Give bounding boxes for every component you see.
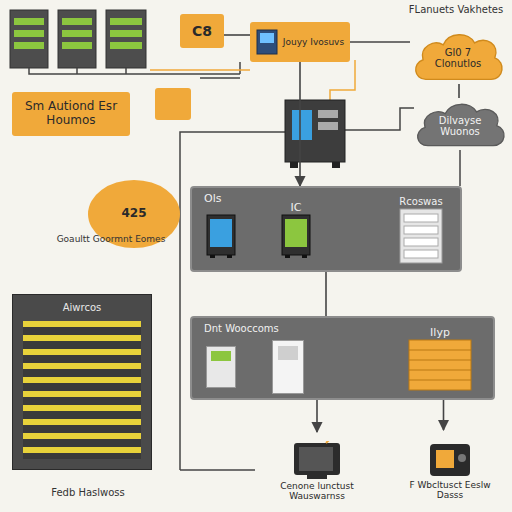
diagram-node: AiwrcosFedb Haslwoss bbox=[12, 294, 164, 500]
node-text: Ilyp bbox=[430, 327, 450, 340]
orange-square bbox=[155, 88, 191, 120]
diagram-node: Gl0 7 Clonutlos bbox=[412, 28, 504, 84]
node-text: 425 bbox=[121, 207, 146, 221]
node-text: Gl0 7 Clonutlos bbox=[424, 47, 492, 70]
diagram-node: Dilvayse Wuonos bbox=[414, 98, 506, 150]
node-text: Ols bbox=[204, 193, 221, 206]
node-text: Dnt Wooccoms bbox=[204, 323, 279, 335]
diagram-node: Rcoswas bbox=[388, 190, 454, 270]
node-text: Aiwrcos bbox=[12, 302, 152, 314]
diagram-node: F Wbcltusct Eeslw Dasss bbox=[392, 430, 508, 510]
diagram-node: Cenone lunctust Wauswarnss bbox=[256, 432, 378, 510]
server-cabinets bbox=[10, 10, 146, 68]
node-text: C8 bbox=[192, 23, 212, 39]
node-text: F Wbcltusct Eeslw Dasss bbox=[396, 480, 504, 501]
connector bbox=[316, 400, 318, 432]
node-text: Jouyy Ivosuvs bbox=[283, 37, 344, 47]
connector bbox=[325, 272, 327, 316]
diagram-node: C8 bbox=[180, 14, 224, 48]
diagram-node: IC bbox=[274, 192, 318, 268]
node-text: Goaultt Goormnt Eomes bbox=[48, 234, 174, 244]
node-text: Sm Autiond Esr Houmos bbox=[16, 100, 126, 128]
diagram-node: Ilyp bbox=[396, 320, 484, 398]
node-text: Fedb Haslwoss bbox=[12, 487, 164, 499]
free-label: FLanuets Vakhetes bbox=[404, 4, 508, 16]
connector bbox=[224, 34, 250, 36]
diagram-node: Sm Autiond Esr Houmos bbox=[12, 92, 130, 136]
node-text: Cenone lunctust Wauswarnss bbox=[260, 481, 374, 502]
diagram-node: Dnt Wooccoms Ilyp bbox=[190, 316, 495, 400]
node-text: IC bbox=[291, 202, 302, 215]
connector bbox=[443, 400, 445, 430]
connector bbox=[458, 84, 460, 98]
diagram-node: 425Goaultt Goormnt Eomes bbox=[88, 180, 180, 248]
node-text: Dilvayse Wuonos bbox=[426, 115, 494, 138]
diagram-node: Jouyy Ivosuvs bbox=[250, 22, 350, 62]
central-server bbox=[285, 100, 345, 168]
node-text: Rcoswas bbox=[399, 196, 442, 208]
diagram-node: OlsIC Rcoswas bbox=[190, 186, 462, 272]
connector bbox=[299, 62, 301, 186]
